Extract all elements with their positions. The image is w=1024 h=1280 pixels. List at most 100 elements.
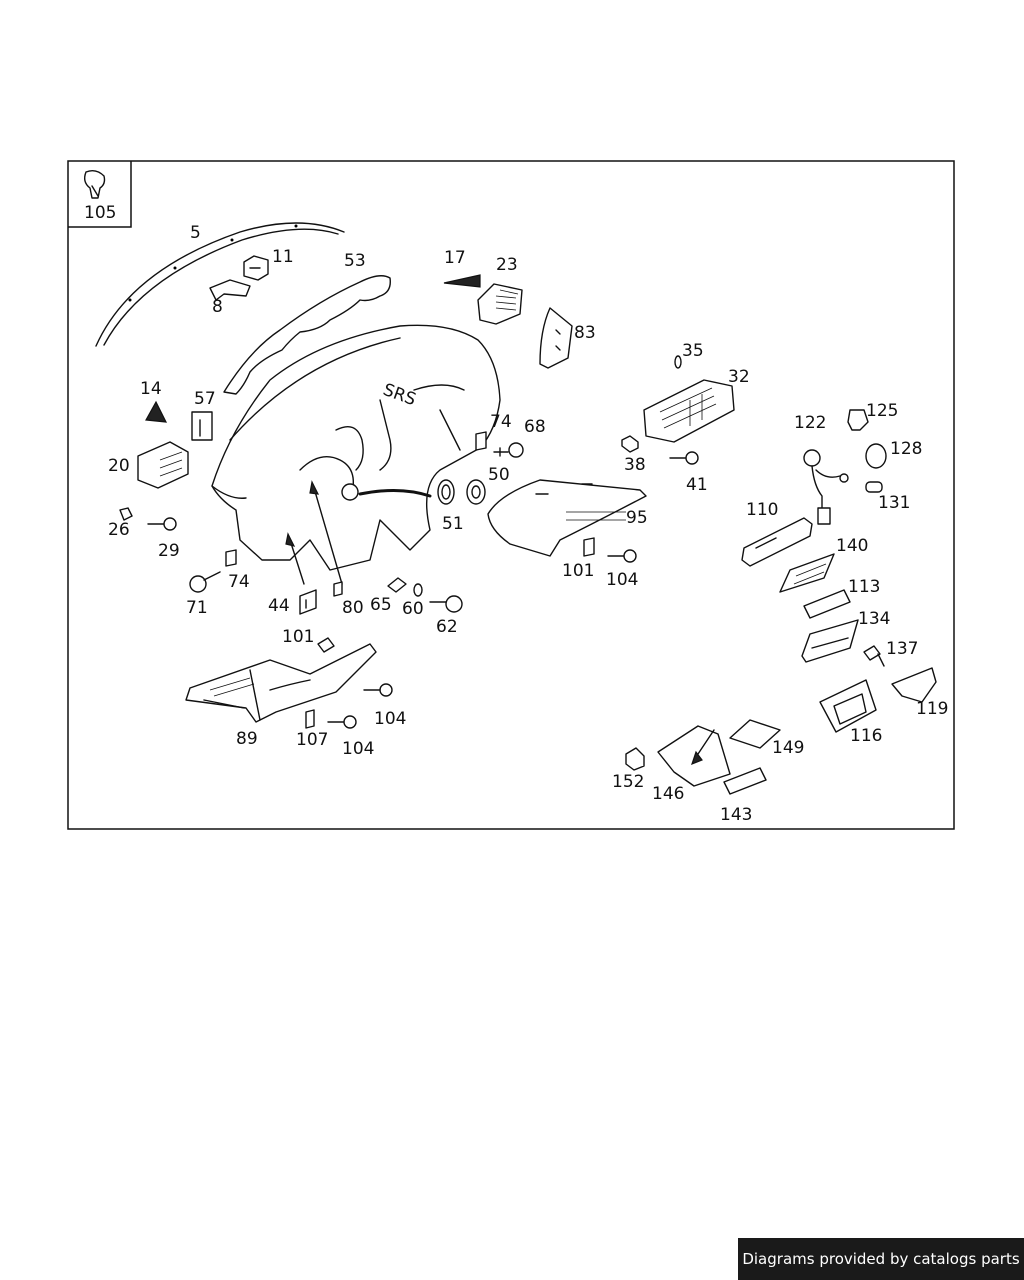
part-dashboard-body: SRS (211, 324, 501, 571)
callout-11: 11 (272, 247, 294, 267)
part-107-clip (305, 709, 315, 729)
part-113-cover (803, 589, 851, 619)
footer-credit: Diagrams provided by catalogs parts (738, 1238, 1024, 1280)
part-149-mat (729, 719, 781, 749)
callout-110: 110 (746, 500, 778, 520)
part-140-bezel (779, 553, 835, 593)
part-41-screw (669, 451, 699, 465)
part-101a-clip (583, 537, 595, 557)
callout-89: 89 (236, 729, 258, 749)
arrow-80 (313, 487, 343, 585)
part-110-switch-panel (741, 517, 813, 567)
callout-122: 122 (794, 413, 826, 433)
callout-140: 140 (836, 536, 868, 556)
callout-8: 8 (212, 297, 223, 317)
part-20-air-vent (137, 441, 189, 489)
callout-149: 149 (772, 738, 804, 758)
callout-101a: 101 (562, 561, 594, 581)
part-53-pad (223, 275, 391, 395)
part-101b-clip (317, 637, 335, 653)
inset-105: 105 (68, 161, 132, 228)
callout-104a: 104 (606, 570, 638, 590)
part-60-washer (413, 583, 423, 597)
callout-119: 119 (916, 699, 948, 719)
callout-146: 146 (652, 784, 684, 804)
part-152-clip (625, 747, 645, 771)
callout-53: 53 (344, 251, 366, 271)
callout-17: 17 (444, 248, 466, 268)
callout-131: 131 (878, 493, 910, 513)
part-23-air-vent (477, 283, 523, 325)
part-104c-screw (327, 715, 357, 729)
part-137-screw (863, 645, 885, 667)
part-125-socket (847, 409, 869, 431)
part-57-bracket (191, 411, 213, 441)
inset-label: 105 (84, 203, 116, 223)
callout-134: 134 (858, 609, 890, 629)
callout-51: 51 (442, 514, 464, 534)
part-35-clip (674, 355, 682, 369)
callout-101b: 101 (282, 627, 314, 647)
part-74b-clip (225, 549, 237, 567)
part-95-panel (487, 479, 647, 557)
callout-107: 107 (296, 730, 328, 750)
callout-44: 44 (268, 596, 290, 616)
callout-80: 80 (342, 598, 364, 618)
callout-125: 125 (866, 401, 898, 421)
part-14-cover (145, 400, 168, 423)
part-134-tray (801, 619, 859, 663)
callout-128: 128 (890, 439, 922, 459)
part-71-bolt (189, 571, 221, 593)
callout-71: 71 (186, 598, 208, 618)
part-8-bracket (209, 279, 251, 301)
callout-143: 143 (720, 805, 752, 825)
part-17-cover (443, 274, 481, 288)
callout-68: 68 (524, 417, 546, 437)
part-74-clip (475, 431, 487, 451)
callout-50: 50 (488, 465, 510, 485)
callout-41: 41 (686, 475, 708, 495)
callout-29: 29 (158, 541, 180, 561)
part-104b-screw (363, 683, 393, 697)
part-68-bolt (493, 442, 524, 458)
part-62-bolt (429, 595, 463, 613)
callout-74a: 74 (490, 412, 512, 432)
callout-74b: 74 (228, 572, 250, 592)
part-116-frame (819, 679, 877, 733)
part-80-clip (333, 581, 343, 597)
callout-62: 62 (436, 617, 458, 637)
part-104a-screw (607, 549, 637, 563)
callout-38: 38 (624, 455, 646, 475)
callout-95: 95 (626, 508, 648, 528)
callout-26: 26 (108, 520, 130, 540)
callout-152: 152 (612, 772, 644, 792)
part-65-clip (387, 577, 407, 593)
part-5-trim-strip (95, 222, 345, 347)
callout-116: 116 (850, 726, 882, 746)
part-32-center-vent (643, 379, 735, 443)
part-50-grommet (466, 479, 486, 505)
callout-83: 83 (574, 323, 596, 343)
part-29-screw (147, 517, 177, 531)
part-44-switch (299, 589, 317, 615)
callout-104c: 104 (342, 739, 374, 759)
rivet-icon (83, 169, 106, 199)
diagram-frame (67, 160, 955, 830)
part-26-clip (119, 507, 133, 521)
part-143-insert (723, 767, 767, 795)
callout-20: 20 (108, 456, 130, 476)
part-83-cover (539, 307, 573, 369)
callout-104b: 104 (374, 709, 406, 729)
arrow-44 (289, 539, 305, 585)
part-119-cover (891, 667, 937, 703)
callout-60: 60 (402, 599, 424, 619)
callout-57: 57 (194, 389, 216, 409)
callout-14: 14 (140, 379, 162, 399)
part-51-ring (437, 479, 455, 505)
callout-35: 35 (682, 341, 704, 361)
part-11-clip (243, 255, 269, 281)
callout-32: 32 (728, 367, 750, 387)
callout-5: 5 (190, 223, 201, 243)
callout-65: 65 (370, 595, 392, 615)
